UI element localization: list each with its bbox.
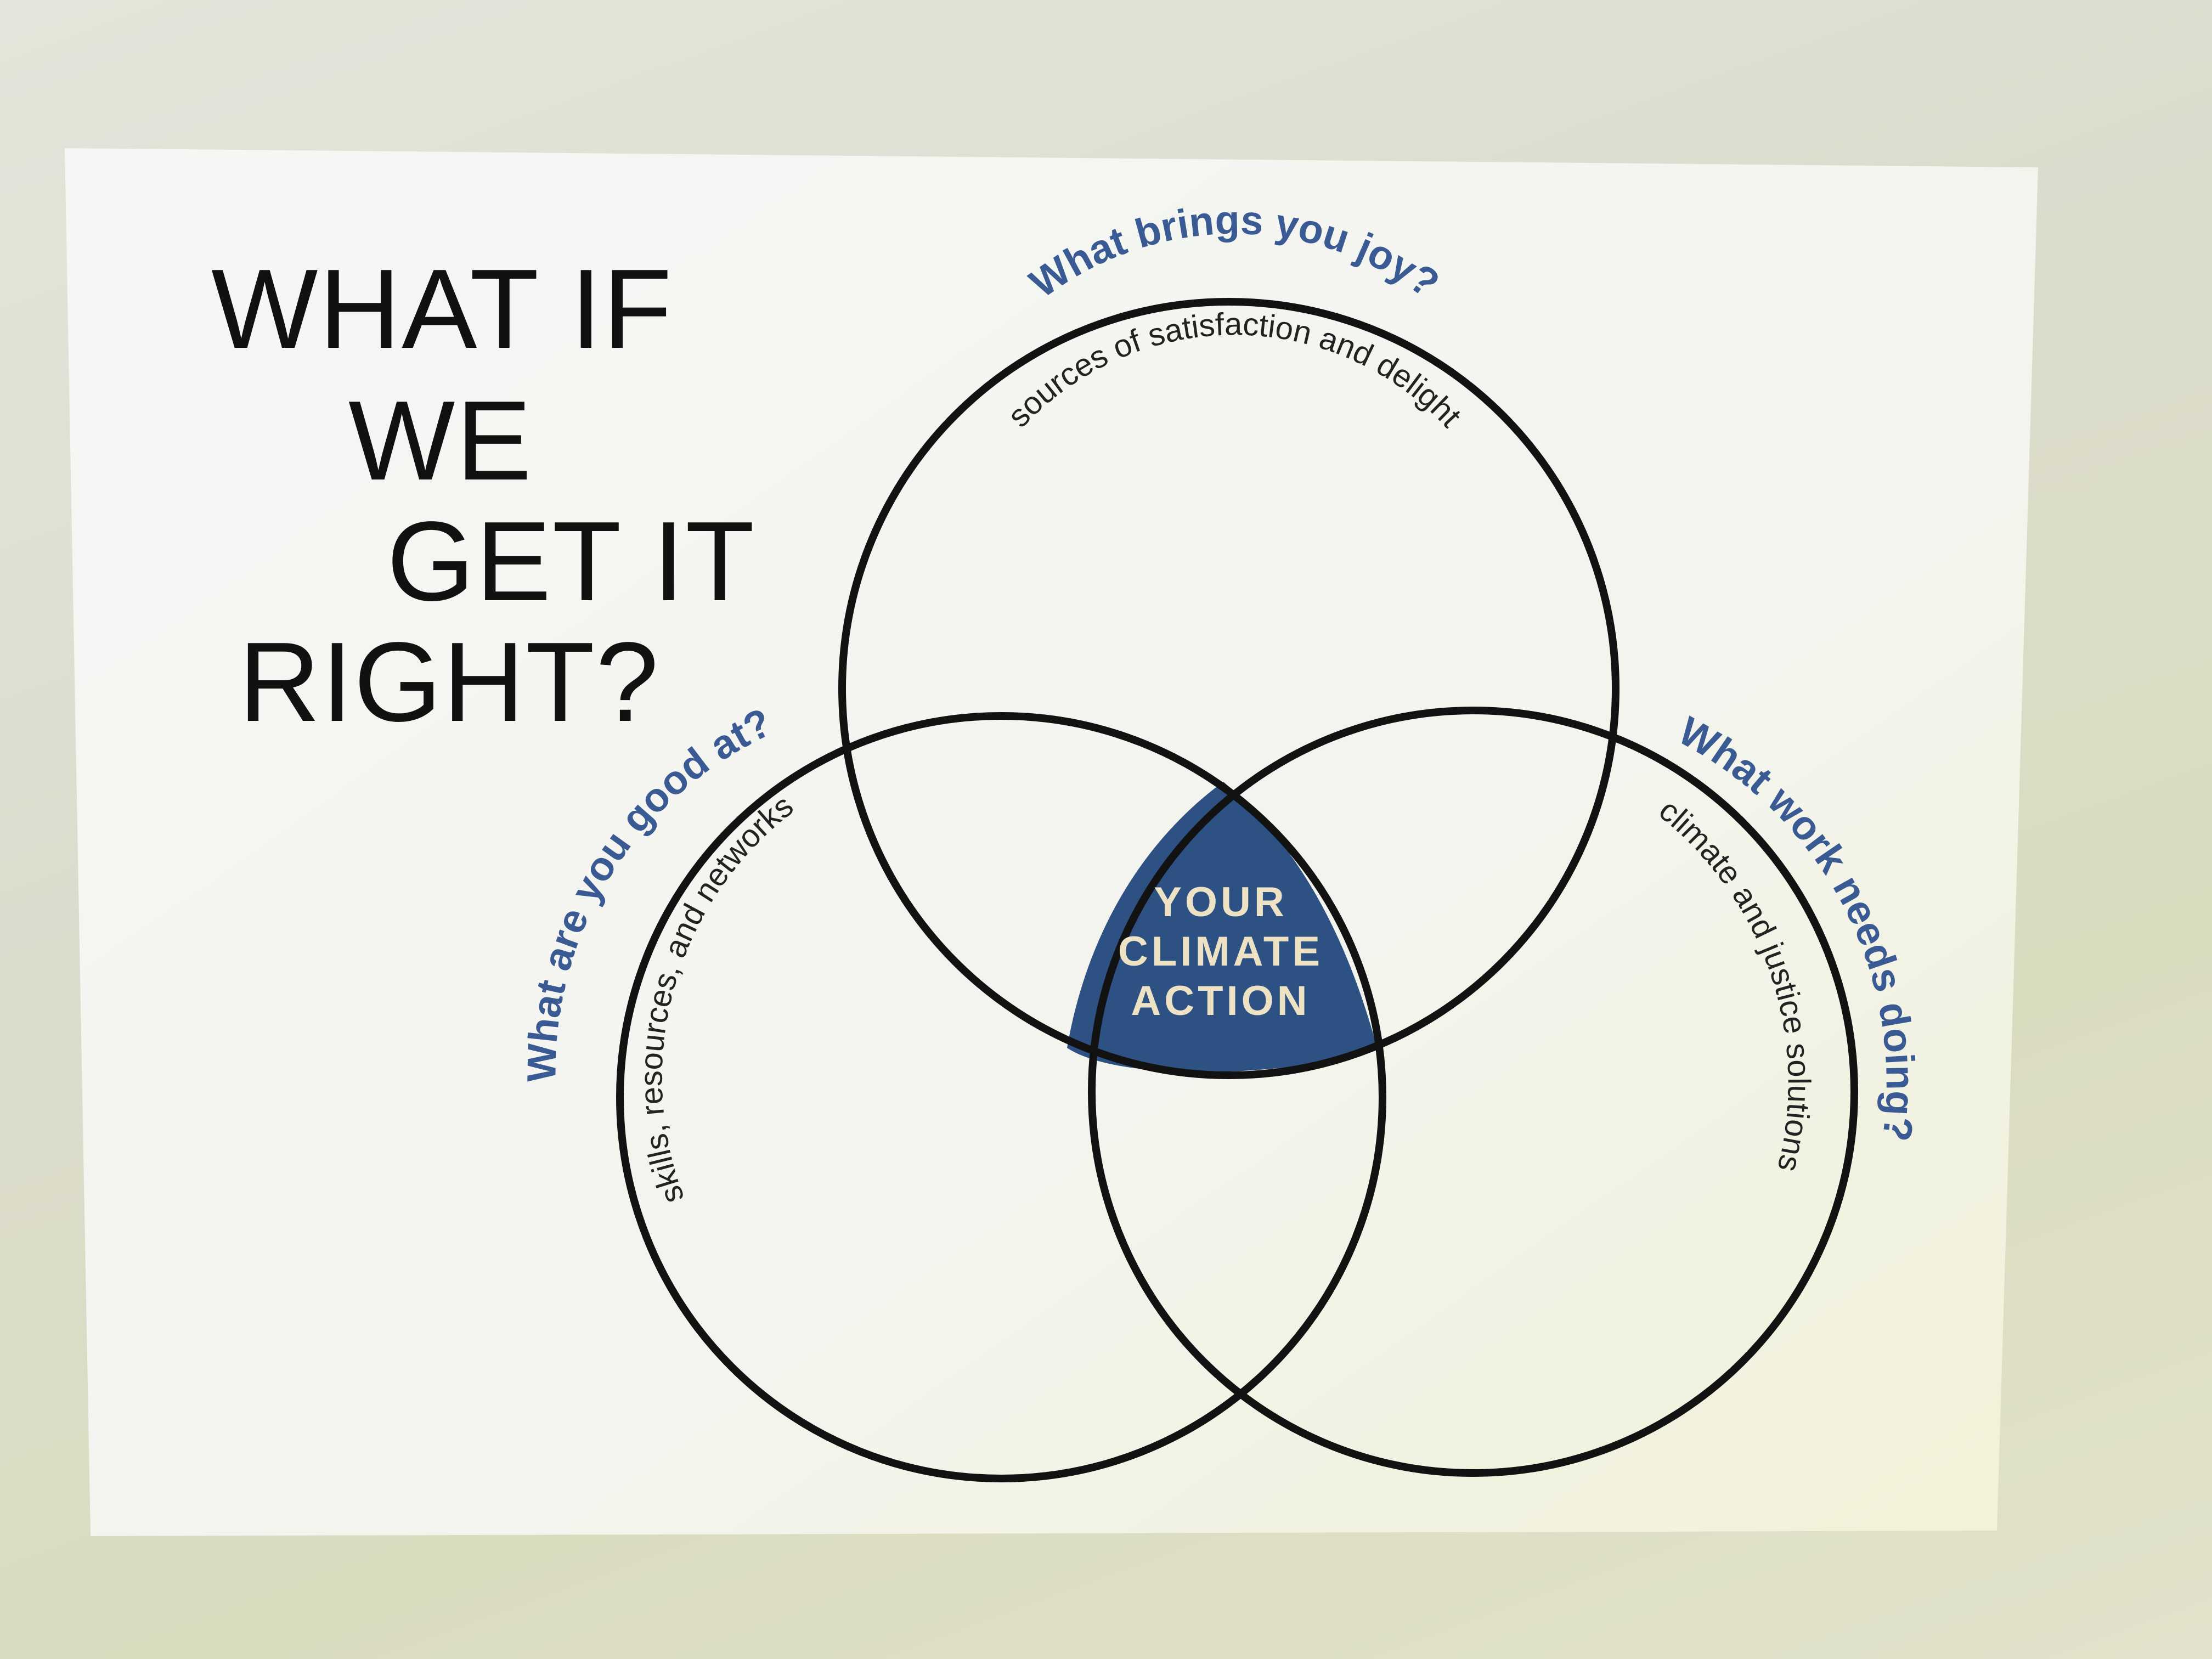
circle-work xyxy=(1088,707,1858,1477)
paper-card xyxy=(65,148,2038,1536)
circle-joy xyxy=(838,298,1620,1079)
circle-good xyxy=(616,712,1386,1482)
title-line-2: WE xyxy=(348,377,533,504)
center-line-1: YOUR xyxy=(1154,879,1288,926)
title-line-4: RIGHT? xyxy=(239,619,660,745)
title-line-1: WHAT IF xyxy=(211,246,673,372)
center-line-2: CLIMATE xyxy=(1118,928,1323,975)
climate-action-region xyxy=(1067,782,1377,1073)
title-line-3: GET IT xyxy=(387,498,756,624)
center-line-3: ACTION xyxy=(1131,978,1310,1024)
